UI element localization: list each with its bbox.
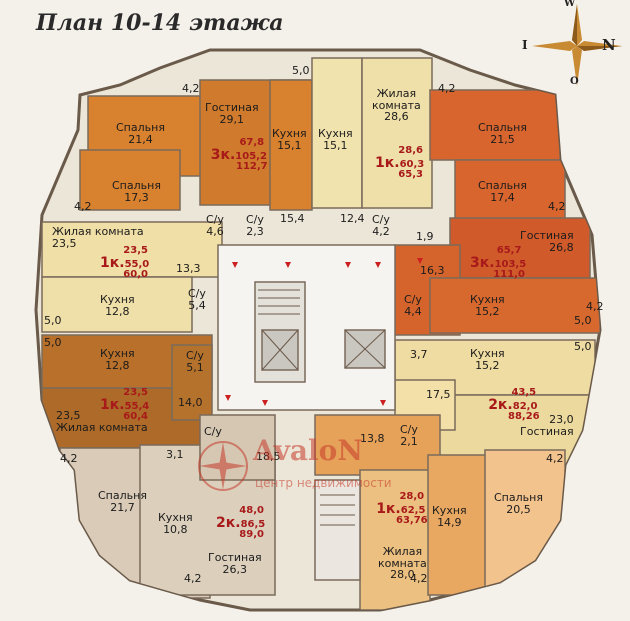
area-balcony-4: 4,2 bbox=[74, 200, 92, 213]
compass-rose: W N O I bbox=[520, 0, 630, 90]
area-hall-1: 15,4 bbox=[280, 212, 305, 225]
area-hall-4: 13,3 bbox=[176, 262, 201, 275]
area-balcony-14: 4,2 bbox=[410, 572, 428, 585]
compass-n: N bbox=[602, 36, 616, 54]
area-hall-5: 16,3 bbox=[420, 264, 445, 277]
bathroom-8: С/у bbox=[204, 425, 222, 438]
watermark-brand: AvaloN bbox=[253, 434, 363, 467]
plan-title: План 10-14 этажа bbox=[36, 10, 284, 36]
watermark-rose-icon bbox=[198, 441, 248, 491]
compass-star-icon bbox=[532, 4, 622, 86]
watermark-subtitle: центр недвижимости bbox=[255, 476, 392, 490]
area-hall-11: 13,8 bbox=[360, 432, 385, 445]
area-balcony-9: 5,0 bbox=[574, 314, 592, 327]
area-balcony-10: 5,0 bbox=[574, 340, 592, 353]
area-balcony-11: 4,2 bbox=[60, 452, 78, 465]
area-balcony-5: 4,2 bbox=[548, 200, 566, 213]
compass-s: O bbox=[570, 76, 579, 87]
area-hall-6: 3,7 bbox=[410, 348, 428, 361]
area-hall-2: 12,4 bbox=[340, 212, 365, 225]
area-balcony-1: 4,2 bbox=[182, 82, 200, 95]
area-hall-10: 18,5 bbox=[256, 450, 281, 463]
area-hall-9: 3,1 bbox=[166, 448, 184, 461]
area-hall-7: 14,0 bbox=[178, 396, 203, 409]
compass-e: I bbox=[522, 38, 528, 52]
area-balcony-2: 5,0 bbox=[292, 64, 310, 77]
area-balcony-6: 4,2 bbox=[586, 300, 604, 313]
area-balcony-8: 5,0 bbox=[44, 336, 62, 349]
area-hall-8: 17,5 bbox=[426, 388, 451, 401]
area-balcony-13: 4,2 bbox=[184, 572, 202, 585]
area-balcony-12: 4,2 bbox=[546, 452, 564, 465]
watermark-logo: AvaloN центр недвижимости bbox=[195, 432, 435, 502]
area-balcony-3: 4,2 bbox=[438, 82, 456, 95]
area-hall-3: 1,9 bbox=[416, 230, 434, 243]
compass-w: W bbox=[564, 0, 576, 9]
area-balcony-7: 5,0 bbox=[44, 314, 62, 327]
